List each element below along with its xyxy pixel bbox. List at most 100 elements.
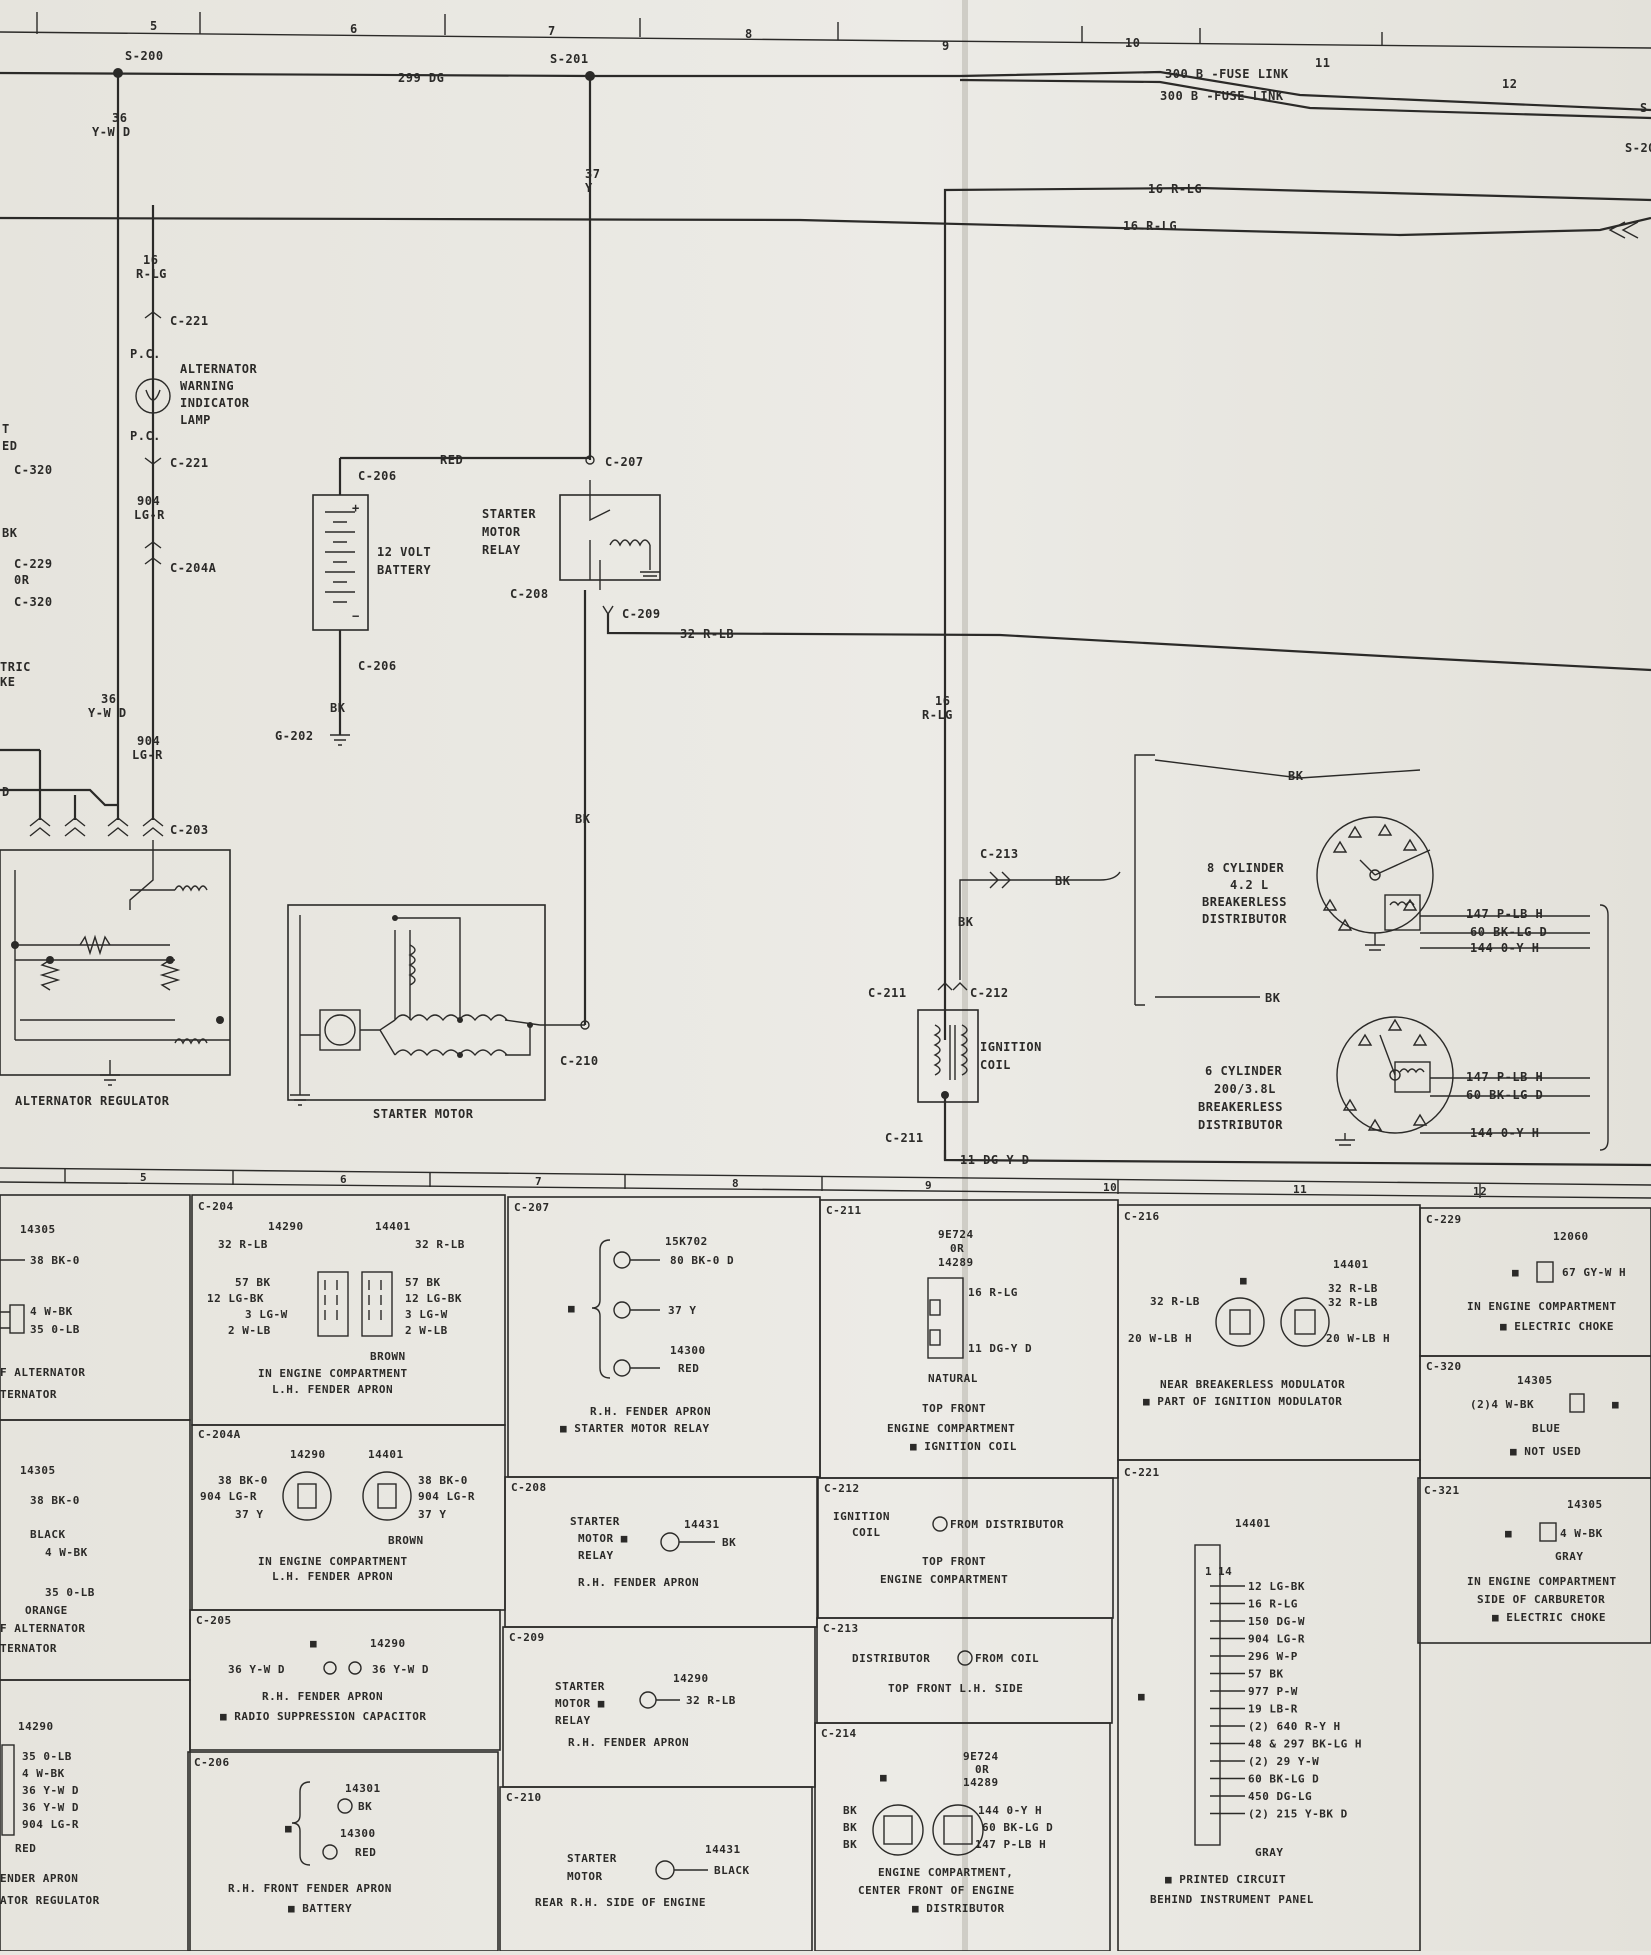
wire-label: LG-R	[132, 748, 163, 762]
splice-label: S	[1640, 101, 1648, 115]
zone-label: 7	[548, 24, 556, 38]
wire-label: 37 Y	[235, 1508, 264, 1521]
connector-id: C-210	[506, 1791, 542, 1804]
wire-label: 57 BK	[405, 1276, 441, 1289]
wire-label: RED	[15, 1842, 36, 1855]
connector-view-c210: C-210 STARTER MOTOR 14431 BLACK REAR R.H…	[499, 1786, 813, 1952]
part-number: 14290	[268, 1220, 304, 1233]
wire-label: 2 W-LB	[228, 1324, 271, 1337]
location-label: R.H. FRONT FENDER APRON	[228, 1882, 392, 1895]
location-label: IN ENGINE COMPARTMENT	[1467, 1300, 1617, 1313]
starter-relay-circuit: 37 Y C-207 STARTER MOTOR RELAY C-208 C-2…	[482, 76, 1651, 1068]
location-label: TOP FRONT	[922, 1402, 986, 1415]
wire-label: 12 LG-BK	[207, 1292, 264, 1305]
wire-label: RED	[440, 453, 463, 467]
connector-label: C-203	[170, 823, 209, 837]
wire-label: 147 P-LB H	[1466, 1070, 1543, 1084]
wire-label: 2 W-LB	[405, 1324, 448, 1337]
splice-label: S-201	[550, 52, 589, 66]
wire-label: 144 0-Y H	[1470, 941, 1540, 955]
part-number: 14300	[670, 1344, 706, 1357]
component-label: STARTER	[482, 507, 536, 521]
connector-label: C-211	[868, 986, 907, 1000]
connector-view-c229: C-229 12060 ■ 67 GY-W H IN ENGINE COMPAR…	[1419, 1207, 1651, 1357]
wire-label: 38 BK-0	[30, 1494, 80, 1507]
wire-label: 36 Y-W D	[22, 1801, 79, 1814]
component-label: DISTRIBUTOR	[1198, 1118, 1283, 1132]
wire-label: 37	[585, 167, 600, 181]
wire-label: BK	[1055, 874, 1071, 888]
color-label: BROWN	[370, 1350, 406, 1363]
part-number: 14431	[705, 1843, 741, 1856]
connector-id: C-207	[514, 1201, 550, 1214]
connector-label: C-206	[358, 469, 397, 483]
bottom-zone-ruler: 5 6 7 8 9 10 11 12	[0, 1167, 1651, 1199]
bullet: ■	[1240, 1274, 1247, 1287]
location-label: IN ENGINE COMPARTMENT	[258, 1555, 408, 1568]
connector-view-c214: C-214 9E724 0R 14289 ■ BK BK BK 144 0-Y …	[814, 1722, 1111, 1952]
zone-label: 10	[1103, 1181, 1117, 1194]
wire-label: 60 BK-LG D	[1470, 925, 1547, 939]
location-label: IN ENGINE COMPARTMENT	[258, 1367, 408, 1380]
zone-label: 9	[925, 1179, 932, 1192]
location-label: ■ DISTRIBUTOR	[912, 1902, 1005, 1915]
c221-pin-label: 57 BK	[1248, 1668, 1284, 1681]
connector-view-c204a: C-204A 14290 14401 38 BK-0 904 LG-R 37 Y…	[191, 1424, 506, 1611]
wire-label: 37 Y	[418, 1508, 447, 1521]
wire-label: FROM COIL	[975, 1652, 1039, 1665]
wire-label: 32 R-LB	[1328, 1282, 1378, 1295]
location-label: ■ PRINTED CIRCUIT	[1165, 1873, 1286, 1886]
location-label: ATOR REGULATOR	[0, 1894, 100, 1907]
c221-pin-label: 48 & 297 BK-LG H	[1248, 1738, 1362, 1751]
connector-view-left2: 14305 38 BK-0 BLACK 4 W-BK 35 0-LB ORANG…	[0, 1419, 191, 1681]
wire-label: ORANGE	[25, 1604, 68, 1617]
label: MOTOR	[567, 1870, 603, 1883]
alternator-regulator-box	[0, 849, 231, 1076]
zone-label: 7	[535, 1175, 542, 1188]
wire-label: 144 0-Y H	[978, 1804, 1042, 1817]
label: STARTER	[570, 1515, 620, 1528]
connector-label: C-210	[560, 1054, 599, 1068]
wire-label: 904 LG-R	[200, 1490, 257, 1503]
connector-id: C-211	[826, 1204, 862, 1217]
part-number: 14431	[684, 1518, 720, 1531]
component-label: MOTOR	[482, 525, 521, 539]
ignition-coil-symbol	[917, 1009, 979, 1103]
wire-label: 144 0-Y H	[1470, 1126, 1540, 1140]
wire-label: BK	[575, 812, 591, 826]
wire-label: 300 B -FUSE LINK	[1165, 67, 1289, 81]
wire-label: 3 LG-W	[245, 1308, 288, 1321]
component-label: 200/3.8L	[1214, 1082, 1276, 1096]
wire-label: 67 GY-W H	[1562, 1266, 1626, 1279]
connector-label: C-206	[358, 659, 397, 673]
label: STARTER	[567, 1852, 617, 1865]
connector-id: C-212	[824, 1482, 860, 1495]
location-label: SIDE OF CARBURETOR	[1477, 1593, 1605, 1606]
connector-label: C-213	[980, 847, 1019, 861]
wire-label: 4 W-BK	[22, 1767, 65, 1780]
component-label: ALTERNATOR REGULATOR	[15, 1094, 170, 1108]
location-label: ■ STARTER MOTOR RELAY	[560, 1422, 710, 1435]
zone-label: 10	[1125, 36, 1140, 50]
c221-pin-label: (2) 640 R-Y H	[1248, 1720, 1341, 1733]
color-label: GRAY	[1255, 1846, 1284, 1859]
label: MOTOR ■	[555, 1697, 605, 1710]
label: 14	[1218, 1565, 1232, 1578]
label: DISTRIBUTOR	[852, 1652, 930, 1665]
location-label: ■ IGNITION COIL	[910, 1440, 1017, 1453]
alternator-circuit: 36 Y-W D 16 R-LG C-221 P.C. ALTERNATOR W…	[0, 73, 258, 1108]
part-number: 14289	[963, 1776, 999, 1789]
component-label: ALTERNATOR	[180, 362, 258, 376]
wire-label: 16	[143, 253, 158, 267]
wire-label: 904	[137, 734, 160, 748]
wire-label: 80 BK-0 D	[670, 1254, 734, 1267]
connector-id: C-204	[198, 1200, 234, 1213]
connector-view-c207: C-207 ■ 15K702 80 BK-0 D 37 Y 14300 RED …	[507, 1196, 821, 1478]
connector-id: C-216	[1124, 1210, 1160, 1223]
location-label: ENDER APRON	[0, 1872, 78, 1885]
wire-label: BK	[843, 1821, 857, 1834]
zone-label: 12	[1473, 1185, 1487, 1198]
splice-label: S-20	[1625, 141, 1651, 155]
wire-label: RED	[355, 1846, 376, 1859]
part-number: 14301	[345, 1782, 381, 1795]
